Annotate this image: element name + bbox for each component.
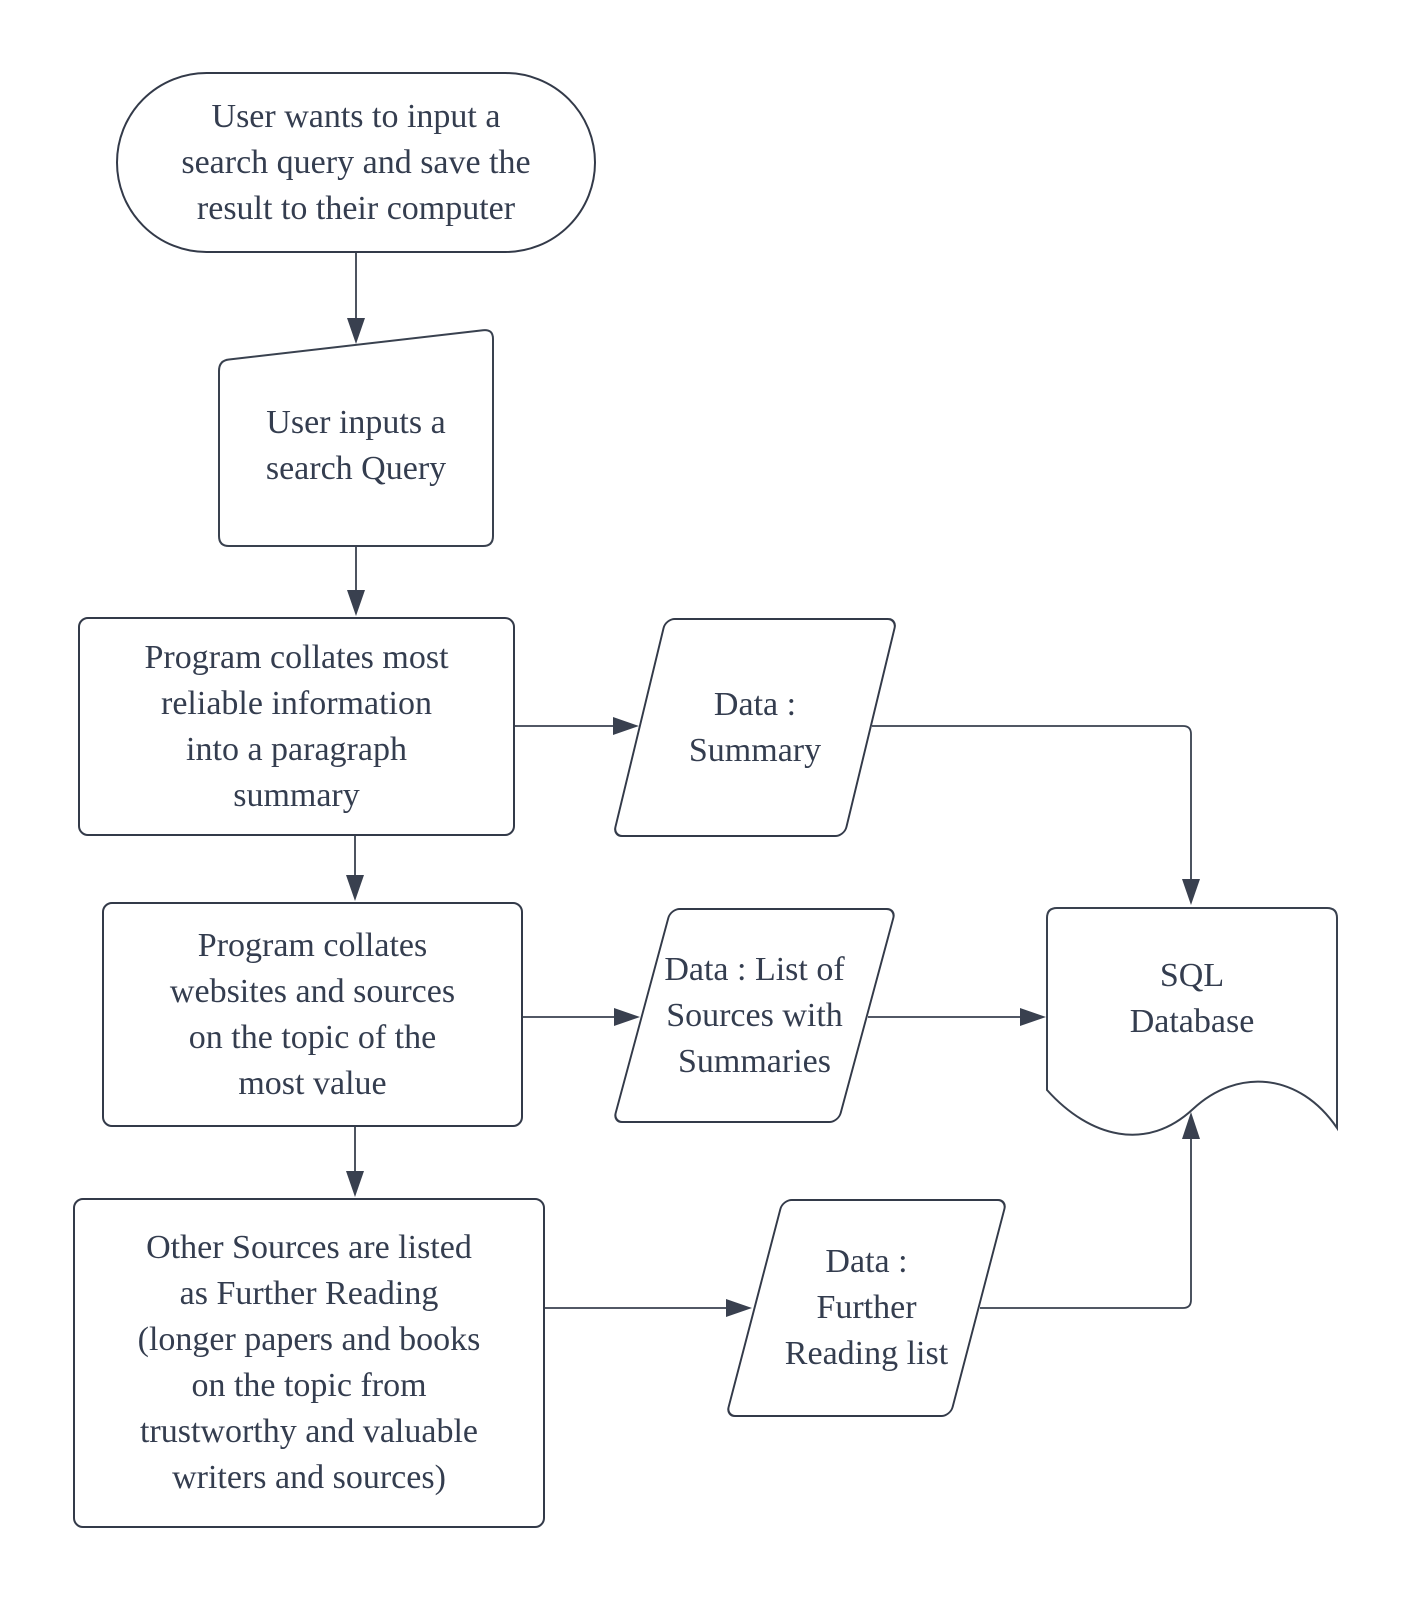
arrowhead-process-summary-to-process-sources xyxy=(346,875,364,901)
node-data-sources-label: Data : List of Sources with Summaries xyxy=(664,950,845,1080)
node-process-further-reading-label: Other Sources are listed as Further Read… xyxy=(137,1229,481,1496)
node-process-summary xyxy=(78,617,515,836)
arrowhead-process-summary-to-data-summary xyxy=(613,717,639,735)
connector-data-summary-to-sql-database xyxy=(872,725,1192,880)
arrowhead-start-to-manual-input xyxy=(347,318,365,344)
node-sql-database-shape xyxy=(1046,907,1338,1136)
node-start-terminator-label: User wants to input a search query and s… xyxy=(181,97,531,227)
node-manual-input-label: User inputs a search Query xyxy=(265,403,447,487)
node-data-summary-label: Data : Summary xyxy=(688,685,822,769)
arrowhead-process-further-reading-to-data-further-reading xyxy=(726,1299,752,1317)
arrowhead-process-sources-to-data-sources xyxy=(614,1008,640,1026)
node-data-summary: Data : Summary xyxy=(612,618,898,837)
node-process-summary-label: Program collates most reliable informati… xyxy=(144,638,449,814)
arrowhead-data-summary-to-sql-database xyxy=(1182,879,1200,905)
node-data-further-reading: Data : Further Reading list xyxy=(725,1199,1008,1417)
node-manual-input-shape xyxy=(218,329,494,547)
node-start-terminator xyxy=(116,72,596,253)
node-sql-database-label: SQL Database xyxy=(1129,957,1255,1040)
node-data-further-reading-label: Data : Further Reading list xyxy=(784,1243,949,1372)
arrowhead-data-sources-to-sql-database xyxy=(1020,1008,1046,1026)
arrowhead-manual-input-to-process-summary xyxy=(347,590,365,616)
node-process-sources xyxy=(102,902,523,1127)
node-data-sources: Data : List of Sources with Summaries xyxy=(611,908,897,1123)
arrowhead-data-further-reading-to-sql-database xyxy=(1182,1112,1200,1139)
connector-data-further-reading-to-sql-database xyxy=(980,1137,1192,1309)
arrowhead-process-sources-to-process-further-reading xyxy=(346,1171,364,1197)
node-process-further-reading xyxy=(73,1198,545,1528)
node-process-sources-label: Program collates websites and sources on… xyxy=(169,926,456,1102)
